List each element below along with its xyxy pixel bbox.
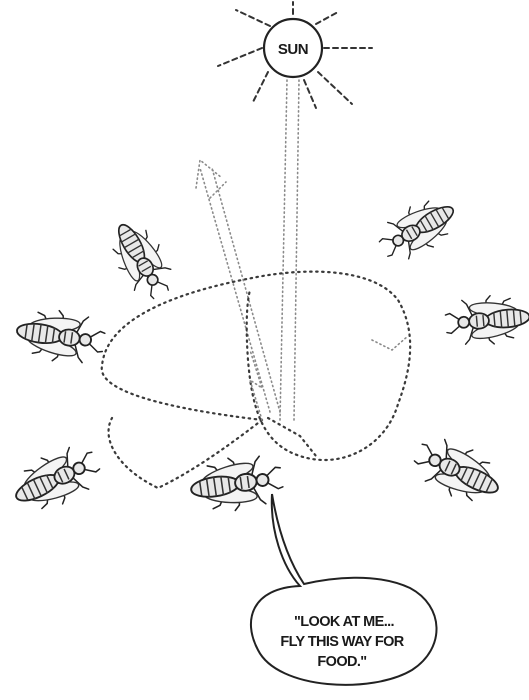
speech-line-1: "LOOK AT ME... (294, 614, 395, 630)
waggle-dance-path (102, 272, 410, 488)
bee-upper-right (372, 189, 464, 269)
bee-lower-left (6, 438, 107, 521)
sun-label: SUN (278, 41, 308, 58)
sun-direction-line (280, 80, 299, 420)
bee-lower-right (408, 430, 509, 513)
bee-mid-left (13, 305, 107, 367)
speech-line-3: FOOD." (317, 654, 366, 670)
food-direction-arrow (196, 160, 280, 412)
bee-upper-left (101, 214, 181, 306)
speech-line-2: FLY THIS WAY FOR (280, 634, 404, 650)
bee-mid-right (444, 292, 529, 348)
sun: SUN (218, 2, 372, 108)
speech-bubble: "LOOK AT ME... FLY THIS WAY FOR FOOD." (251, 494, 437, 685)
bee-dancer (188, 451, 286, 516)
